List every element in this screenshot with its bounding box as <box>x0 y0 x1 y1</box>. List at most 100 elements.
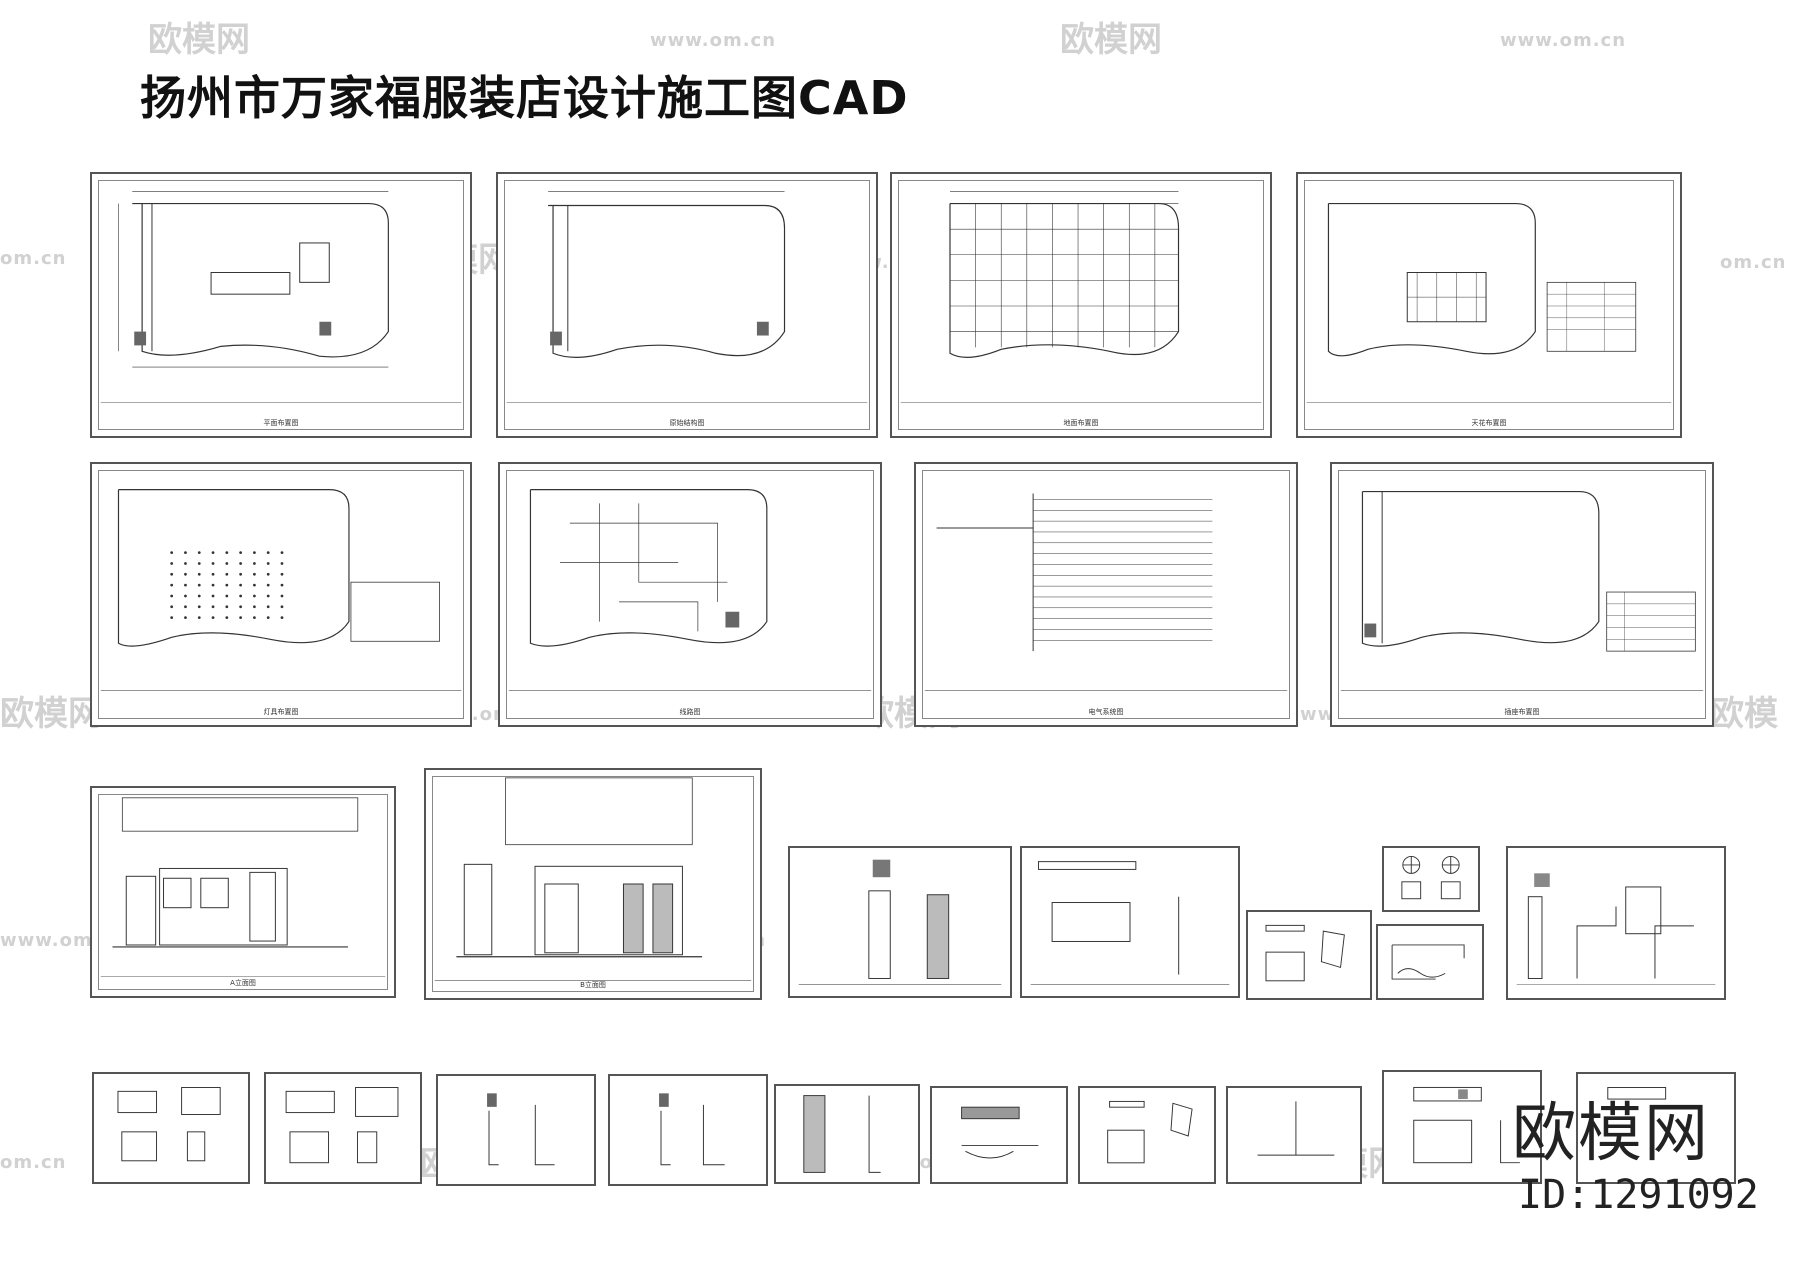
detail-drawing <box>285 1087 399 1164</box>
watermark-logo: 欧模网 <box>148 20 250 60</box>
sheet-caption: 灯具布置图 <box>263 708 299 716</box>
light-fixture-mark <box>239 551 242 555</box>
light-fixture-mark <box>266 583 270 587</box>
detail-drawing <box>1265 924 1345 982</box>
light-fixture-mark <box>211 594 215 598</box>
light-fixture-mark <box>184 594 187 598</box>
light-fixture-mark <box>211 551 215 555</box>
floor-plan-drawing <box>100 191 462 403</box>
light-fixture-mark <box>266 572 270 576</box>
watermark-url: om.cn <box>0 1152 67 1173</box>
drawing-sheet[interactable] <box>436 1074 596 1186</box>
drawing-sheet[interactable] <box>1246 910 1372 1000</box>
sheet-caption: 线路图 <box>679 708 701 716</box>
light-fixture-mark <box>197 583 201 587</box>
light-fixture-mark <box>170 583 174 587</box>
sheet-caption: 电气系统图 <box>1088 708 1124 716</box>
light-fixture-mark <box>211 616 215 620</box>
light-fixture-mark <box>239 562 242 565</box>
light-fixture-mark <box>253 594 256 598</box>
light-fixture-mark <box>170 562 174 565</box>
light-fixture-mark <box>170 572 174 576</box>
light-fixture-mark <box>253 572 256 576</box>
light-fixture-mark <box>266 594 270 598</box>
drawing-sheet[interactable] <box>930 1086 1068 1184</box>
socket-plan-drawing <box>1340 490 1704 691</box>
light-fixture-mark <box>253 616 256 620</box>
drawing-sheet[interactable] <box>1376 924 1484 1000</box>
elevation-b-drawing <box>434 777 752 981</box>
light-fixture-mark <box>239 594 242 598</box>
light-fixture-mark <box>225 562 229 565</box>
light-fixture-mark <box>184 572 187 576</box>
light-fixture-mark <box>197 562 201 565</box>
light-fixture-mark <box>225 594 229 598</box>
drawing-sheet[interactable]: 插座布置图 <box>1330 462 1714 727</box>
light-fixture-mark <box>280 594 284 598</box>
light-fixture-mark <box>197 605 201 609</box>
light-fixture-mark <box>225 605 229 609</box>
drawing-sheet[interactable] <box>92 1072 250 1184</box>
light-fixture-mark <box>211 605 215 609</box>
drawing-sheet[interactable] <box>1226 1086 1362 1184</box>
drawing-sheet[interactable] <box>1576 1072 1736 1184</box>
detail-drawing <box>659 1093 725 1166</box>
detail-drawing <box>1516 873 1716 985</box>
light-fixture-mark <box>280 616 284 620</box>
electrical-schematic-drawing <box>924 493 1288 691</box>
light-fixture-mark <box>280 583 284 587</box>
light-fixture-mark <box>266 551 270 555</box>
light-fixture-mark <box>184 605 187 609</box>
drawing-sheet[interactable] <box>774 1084 920 1184</box>
drawing-sheet[interactable] <box>1020 846 1240 998</box>
drawing-sheet[interactable]: 电气系统图 <box>914 462 1298 727</box>
light-fixture-mark <box>197 616 201 620</box>
drawing-sheet[interactable]: 线路图 <box>498 462 882 727</box>
light-fixture-mark <box>253 583 256 587</box>
drawing-sheet[interactable]: 原始结构图 <box>496 172 878 438</box>
light-fixture-mark <box>225 551 229 555</box>
drawing-sheet[interactable]: A立面图 <box>90 786 396 998</box>
drawing-sheet[interactable] <box>1382 1070 1542 1184</box>
watermark-logo: 欧模 <box>1710 694 1778 734</box>
drawing-sheet[interactable] <box>608 1074 768 1186</box>
light-fixture-mark <box>225 616 229 620</box>
light-fixture-mark <box>225 572 229 576</box>
sheet-caption: 原始结构图 <box>669 419 705 427</box>
sheet-caption: 平面布置图 <box>263 419 299 427</box>
floor-grid-drawing <box>900 191 1262 403</box>
ceiling-plan-drawing <box>1306 202 1672 403</box>
light-fixture-mark <box>170 616 174 620</box>
detail-drawing <box>1257 1101 1335 1156</box>
drawing-sheet[interactable] <box>264 1072 422 1184</box>
light-fixture-mark <box>170 605 174 609</box>
drawing-sheet[interactable]: 天花布置图 <box>1296 172 1682 438</box>
detail-drawing <box>1030 861 1230 985</box>
detail-drawing <box>1413 1086 1520 1164</box>
structure-plan-drawing <box>506 191 868 403</box>
light-fixture-mark <box>225 583 229 587</box>
detail-drawing <box>798 859 1002 985</box>
document-id: ID:1291092 <box>1518 1172 1759 1218</box>
sheet-caption: A立面图 <box>230 979 256 987</box>
wiring-plan-drawing <box>508 489 872 691</box>
light-fixture-mark <box>266 562 270 565</box>
drawing-sheet[interactable] <box>1382 846 1480 912</box>
watermark-url: om.cn <box>0 248 67 269</box>
light-fixture-mark <box>239 583 242 587</box>
drawing-sheet[interactable] <box>1506 846 1726 1000</box>
light-fixture-mark <box>197 572 201 576</box>
detail-drawing <box>1391 944 1465 980</box>
light-fixture-mark <box>266 616 270 620</box>
light-fixture-mark <box>280 551 284 555</box>
drawing-sheet[interactable] <box>1078 1086 1216 1184</box>
drawing-sheet[interactable]: B立面图 <box>424 768 762 1000</box>
lighting-plan-drawing <box>100 489 462 691</box>
light-fixture-mark <box>280 562 284 565</box>
detail-drawing <box>487 1093 555 1166</box>
drawing-sheet[interactable]: 平面布置图 <box>90 172 472 438</box>
light-fixture-mark <box>170 551 174 555</box>
drawing-sheet[interactable] <box>788 846 1012 998</box>
drawing-sheet[interactable]: 灯具布置图 <box>90 462 472 727</box>
drawing-sheet[interactable]: 地面布置图 <box>890 172 1272 438</box>
